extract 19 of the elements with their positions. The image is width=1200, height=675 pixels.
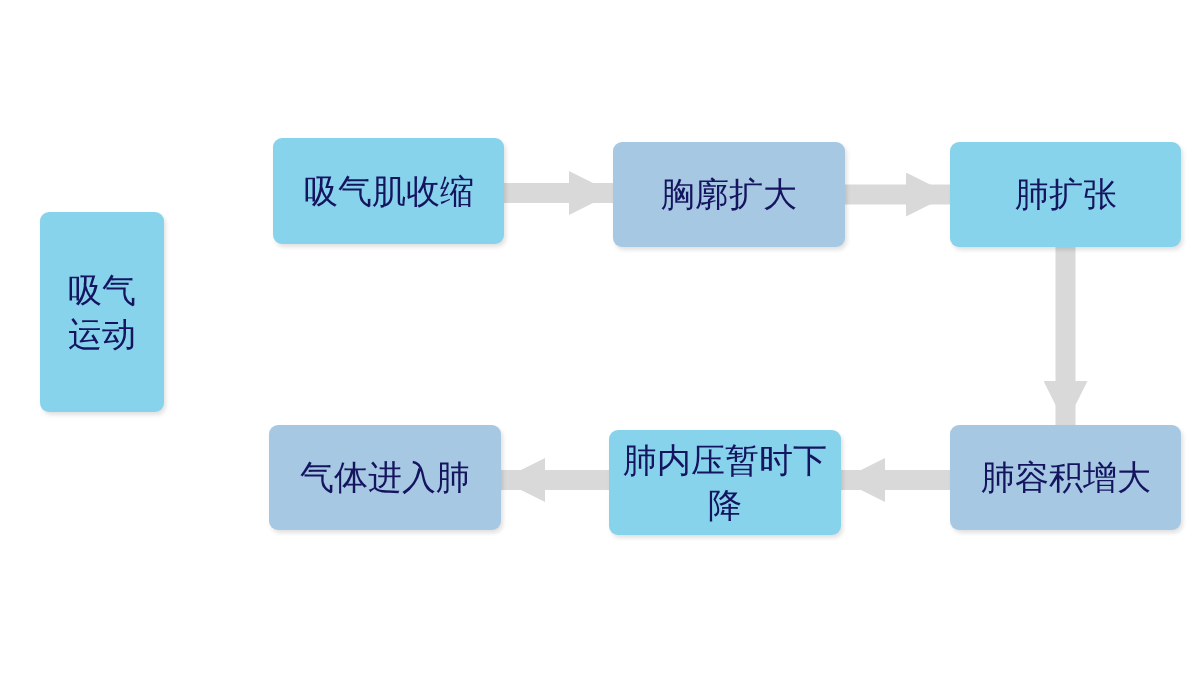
process-box — [950, 142, 1181, 247]
box-label: 肺内压暂时下降 — [623, 439, 827, 527]
box-label: 吸气肌收缩 — [303, 169, 474, 213]
process-box — [613, 142, 845, 247]
process-box — [40, 212, 164, 412]
process-box — [269, 425, 501, 530]
box-label: 肺扩张 — [1014, 173, 1117, 217]
block-arrow — [1043, 247, 1088, 425]
process-box — [273, 138, 504, 244]
block-arrow — [501, 458, 609, 502]
box-label: 气体进入肺 — [300, 456, 470, 500]
box-label: 吸气运动 — [67, 268, 137, 356]
process-box — [950, 425, 1181, 530]
block-arrow — [845, 172, 950, 217]
box-label: 胸廓扩大 — [661, 173, 797, 217]
process-box — [609, 430, 841, 535]
block-arrow — [841, 458, 950, 502]
block-arrow — [504, 171, 613, 215]
box-label: 肺容积增大 — [980, 456, 1151, 500]
